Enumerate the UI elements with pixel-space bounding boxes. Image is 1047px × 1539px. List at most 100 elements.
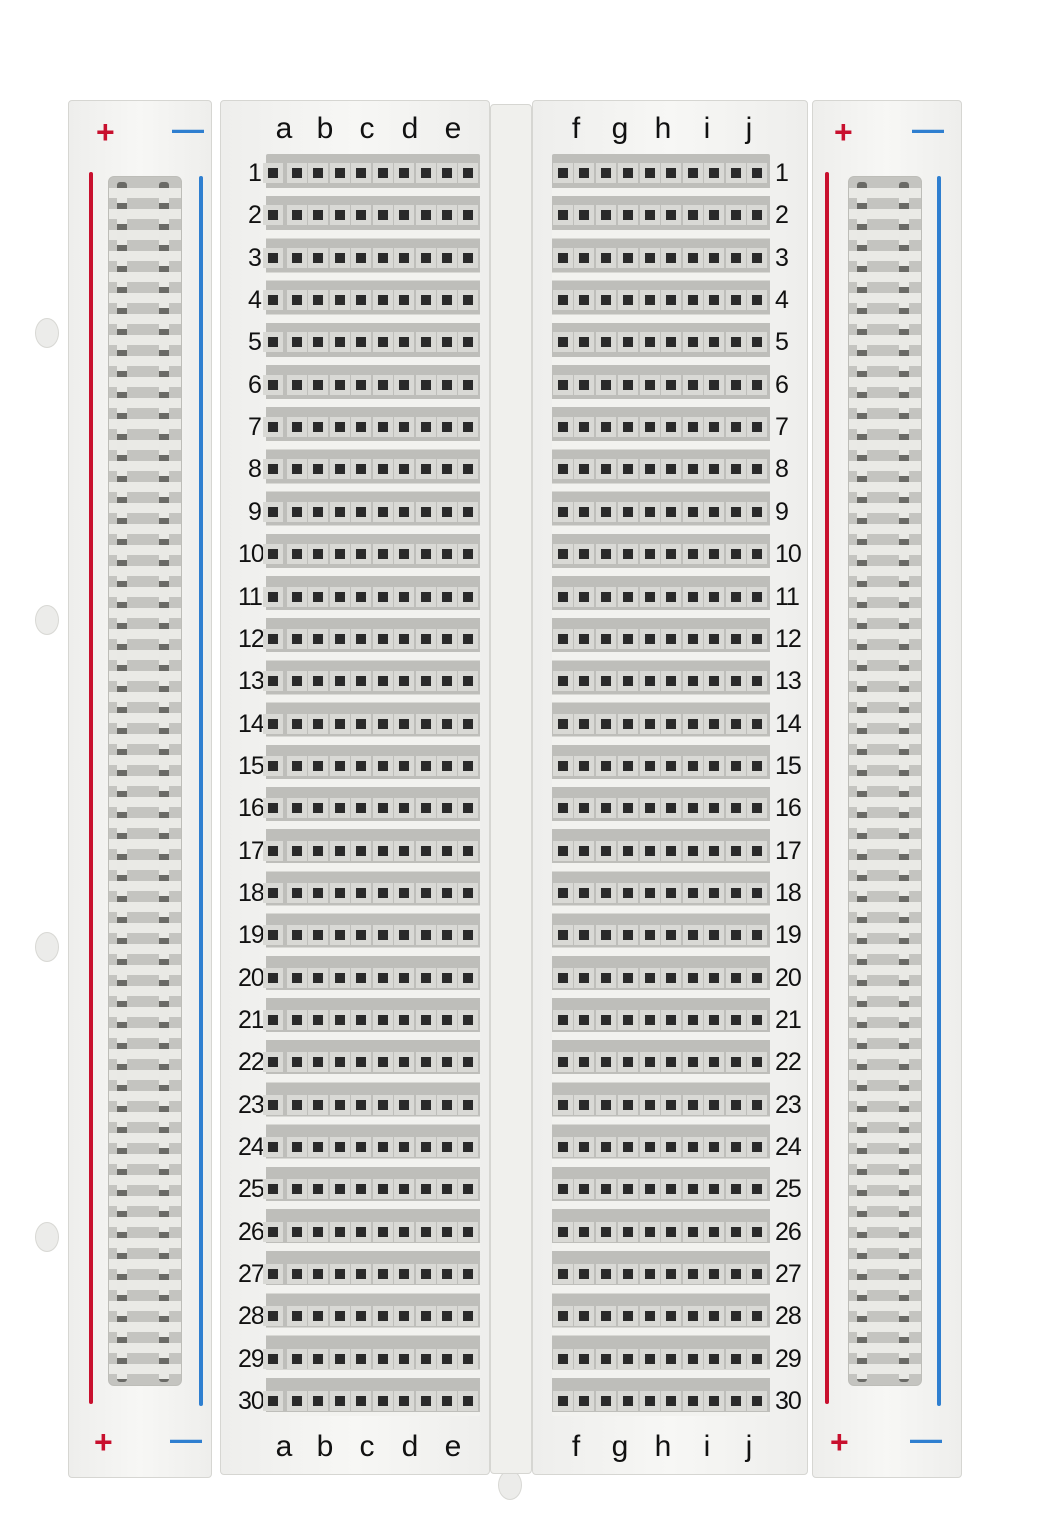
terminal-hole[interactable]: [463, 887, 473, 898]
terminal-hole[interactable]: [442, 591, 452, 602]
terminal-hole[interactable]: [292, 1269, 302, 1280]
terminal-hole[interactable]: [579, 972, 589, 983]
terminal-hole[interactable]: [623, 1015, 633, 1025]
terminal-hole[interactable]: [356, 506, 366, 517]
terminal-hole[interactable]: [666, 1311, 676, 1322]
terminal-hole[interactable]: [752, 676, 762, 687]
terminal-hole[interactable]: [421, 1057, 431, 1068]
terminal-hole[interactable]: [378, 506, 388, 517]
terminal-hole[interactable]: [356, 972, 366, 983]
terminal-hole[interactable]: [421, 718, 431, 729]
terminal-hole[interactable]: [442, 549, 452, 560]
terminal-hole[interactable]: [688, 1184, 698, 1195]
terminal-hole[interactable]: [579, 1142, 589, 1153]
terminal-hole[interactable]: [666, 887, 676, 898]
terminal-hole[interactable]: [688, 845, 698, 856]
terminal-hole[interactable]: [623, 464, 633, 475]
terminal-hole[interactable]: [558, 422, 568, 433]
terminal-hole[interactable]: [356, 168, 366, 178]
terminal-hole[interactable]: [378, 1396, 388, 1407]
terminal-hole[interactable]: [645, 252, 655, 263]
terminal-hole[interactable]: [558, 1353, 568, 1364]
terminal-hole[interactable]: [268, 1015, 278, 1025]
terminal-hole[interactable]: [268, 676, 278, 687]
terminal-hole[interactable]: [378, 718, 388, 729]
terminal-hole[interactable]: [268, 1396, 278, 1407]
terminal-hole[interactable]: [399, 1015, 409, 1025]
terminal-hole[interactable]: [558, 803, 568, 814]
terminal-hole[interactable]: [579, 887, 589, 898]
terminal-hole[interactable]: [709, 591, 719, 602]
terminal-hole[interactable]: [442, 718, 452, 729]
terminal-hole[interactable]: [378, 1142, 388, 1153]
terminal-hole[interactable]: [268, 252, 278, 263]
terminal-hole[interactable]: [645, 1396, 655, 1407]
terminal-hole[interactable]: [378, 972, 388, 983]
terminal-hole[interactable]: [313, 1269, 323, 1280]
terminal-hole[interactable]: [688, 337, 698, 348]
terminal-hole[interactable]: [335, 972, 345, 983]
terminal-hole[interactable]: [421, 1396, 431, 1407]
terminal-hole[interactable]: [378, 760, 388, 771]
terminal-hole[interactable]: [601, 972, 611, 983]
terminal-hole[interactable]: [752, 379, 762, 390]
terminal-hole[interactable]: [752, 1396, 762, 1407]
terminal-hole[interactable]: [463, 337, 473, 348]
terminal-hole[interactable]: [601, 379, 611, 390]
terminal-hole[interactable]: [356, 1184, 366, 1195]
terminal-hole[interactable]: [709, 676, 719, 687]
terminal-hole[interactable]: [558, 1057, 568, 1068]
terminal-hole[interactable]: [292, 972, 302, 983]
terminal-hole[interactable]: [399, 422, 409, 433]
terminal-hole[interactable]: [558, 168, 568, 178]
terminal-hole[interactable]: [421, 1142, 431, 1153]
terminal-hole[interactable]: [399, 633, 409, 644]
terminal-hole[interactable]: [399, 803, 409, 814]
terminal-hole[interactable]: [313, 676, 323, 687]
terminal-hole[interactable]: [623, 168, 633, 178]
terminal-hole[interactable]: [442, 676, 452, 687]
terminal-hole[interactable]: [378, 379, 388, 390]
terminal-hole[interactable]: [356, 887, 366, 898]
terminal-hole[interactable]: [378, 887, 388, 898]
terminal-hole[interactable]: [558, 1142, 568, 1153]
terminal-hole[interactable]: [601, 633, 611, 644]
terminal-hole[interactable]: [268, 1099, 278, 1110]
terminal-hole[interactable]: [399, 210, 409, 221]
terminal-hole[interactable]: [268, 591, 278, 602]
terminal-hole[interactable]: [623, 1184, 633, 1195]
terminal-hole[interactable]: [752, 760, 762, 771]
terminal-hole[interactable]: [645, 168, 655, 178]
terminal-hole[interactable]: [399, 295, 409, 306]
terminal-hole[interactable]: [666, 1269, 676, 1280]
terminal-hole[interactable]: [335, 1396, 345, 1407]
terminal-hole[interactable]: [356, 930, 366, 941]
terminal-hole[interactable]: [709, 506, 719, 517]
terminal-hole[interactable]: [268, 1142, 278, 1153]
terminal-hole[interactable]: [268, 295, 278, 306]
terminal-hole[interactable]: [313, 295, 323, 306]
terminal-hole[interactable]: [356, 845, 366, 856]
terminal-hole[interactable]: [378, 549, 388, 560]
terminal-hole[interactable]: [623, 379, 633, 390]
terminal-hole[interactable]: [666, 803, 676, 814]
terminal-hole[interactable]: [688, 422, 698, 433]
terminal-hole[interactable]: [645, 1099, 655, 1110]
terminal-hole[interactable]: [268, 1311, 278, 1322]
terminal-hole[interactable]: [709, 422, 719, 433]
terminal-hole[interactable]: [645, 1184, 655, 1195]
terminal-hole[interactable]: [268, 1184, 278, 1195]
terminal-hole[interactable]: [645, 633, 655, 644]
terminal-hole[interactable]: [421, 1184, 431, 1195]
terminal-hole[interactable]: [709, 887, 719, 898]
terminal-hole[interactable]: [688, 930, 698, 941]
terminal-hole[interactable]: [421, 1015, 431, 1025]
terminal-hole[interactable]: [709, 930, 719, 941]
terminal-hole[interactable]: [709, 210, 719, 221]
terminal-hole[interactable]: [463, 1184, 473, 1195]
terminal-hole[interactable]: [752, 1184, 762, 1195]
terminal-hole[interactable]: [378, 464, 388, 475]
terminal-hole[interactable]: [399, 930, 409, 941]
terminal-hole[interactable]: [709, 549, 719, 560]
terminal-hole[interactable]: [731, 1311, 741, 1322]
